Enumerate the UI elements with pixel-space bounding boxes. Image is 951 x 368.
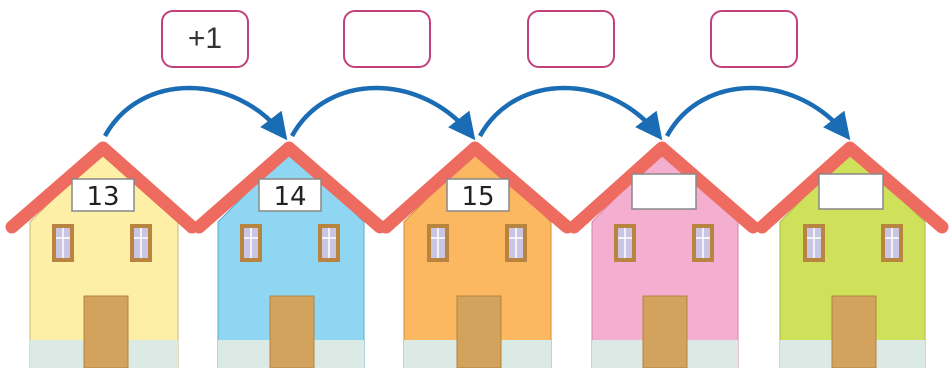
house-5 bbox=[762, 148, 942, 368]
house-4 bbox=[574, 148, 753, 368]
window-icon bbox=[505, 224, 527, 262]
window-icon bbox=[881, 224, 903, 262]
house-3: 15 bbox=[386, 148, 567, 368]
house-1: 13 bbox=[12, 148, 192, 368]
window-icon bbox=[427, 224, 449, 262]
house-number-box[interactable] bbox=[819, 174, 883, 209]
house-number-box[interactable] bbox=[632, 174, 696, 209]
window-icon bbox=[130, 224, 152, 262]
arrow-1-to-2 bbox=[105, 88, 284, 136]
window-icon bbox=[240, 224, 262, 262]
house-door bbox=[643, 296, 687, 368]
house-door bbox=[457, 296, 501, 368]
house-2: 14 bbox=[199, 148, 380, 368]
window-icon bbox=[614, 224, 636, 262]
house-number: 13 bbox=[86, 182, 119, 212]
house-door bbox=[84, 296, 128, 368]
arrow-3-to-4 bbox=[480, 88, 659, 136]
house-number: 14 bbox=[273, 182, 306, 212]
house-door bbox=[270, 296, 314, 368]
window-icon bbox=[318, 224, 340, 262]
house-door bbox=[832, 296, 876, 368]
window-icon bbox=[52, 224, 74, 262]
window-icon bbox=[803, 224, 825, 262]
window-icon bbox=[692, 224, 714, 262]
house-number: 15 bbox=[461, 182, 494, 212]
arrow-4-to-5 bbox=[667, 88, 847, 136]
arrow-2-to-3 bbox=[292, 88, 472, 136]
